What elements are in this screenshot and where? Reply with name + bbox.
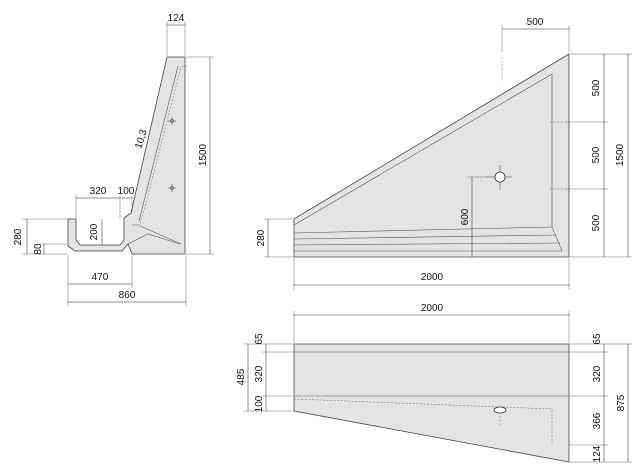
- front-view-hidden-lines: [501, 57, 566, 190]
- top-dim-left-mid: 320: [254, 365, 265, 382]
- front-dim-total-height: 1500: [615, 143, 626, 166]
- front-view-body: [293, 53, 570, 258]
- top-view-body: [293, 343, 570, 463]
- drain-outlet-icon: [494, 171, 506, 183]
- side-dim-front-height: 280: [13, 228, 24, 245]
- top-view-inner-lines: [294, 351, 569, 397]
- top-dim-total-width: 2000: [421, 303, 444, 314]
- top-dim-right-bottom: 124: [592, 445, 603, 462]
- side-dim-height: 1500: [198, 143, 209, 166]
- top-dim-left-top: 65: [254, 333, 265, 345]
- front-dim-drain-height: 600: [460, 208, 471, 225]
- side-dim-gutter-offset: 470: [92, 272, 109, 283]
- side-view-hidden-slope: [139, 65, 188, 226]
- top-dim-right-lower: 366: [592, 412, 603, 429]
- top-view: 2000 65 320 100 485 65 320 366 124 875: [236, 303, 632, 463]
- top-dim-left-total: 485: [236, 368, 247, 385]
- top-dim-left-bottom: 100: [254, 395, 265, 412]
- front-view-trough-lines: [293, 226, 561, 246]
- side-dim-gutter-depth: 200: [89, 223, 100, 240]
- front-dim-left-height: 280: [256, 229, 267, 246]
- side-view-body: [67, 56, 186, 255]
- side-dim-total-depth: 860: [119, 290, 136, 301]
- side-dim-lip-width: 100: [118, 186, 135, 197]
- top-view-hidden-lines: [293, 398, 553, 445]
- side-dim-top-width: 124: [168, 13, 185, 24]
- side-view-base-lines: [127, 224, 182, 245]
- side-view-inner-slope: [138, 65, 179, 222]
- top-drain-icon: [493, 406, 507, 414]
- front-dim-total-width: 2000: [421, 272, 444, 283]
- front-dim-top-offset: 500: [527, 17, 544, 28]
- front-view-drain: [487, 165, 512, 190]
- side-dim-base-height: 80: [33, 243, 44, 255]
- front-dim-seg-mid: 500: [591, 146, 602, 163]
- top-dim-right-top: 65: [592, 333, 603, 345]
- side-dim-gutter-width: 320: [90, 186, 107, 197]
- top-dim-right-mid: 320: [592, 365, 603, 382]
- side-view: 124 1500 10,3 320 100 200 280 80 470: [13, 13, 214, 306]
- front-dim-seg-top: 500: [591, 79, 602, 96]
- front-view: 500 500 500 500 1500 280 600 2000: [256, 17, 632, 290]
- side-view-mount-marks: [168, 117, 176, 192]
- top-dim-right-total: 875: [616, 394, 627, 411]
- front-dim-seg-bottom: 500: [591, 214, 602, 231]
